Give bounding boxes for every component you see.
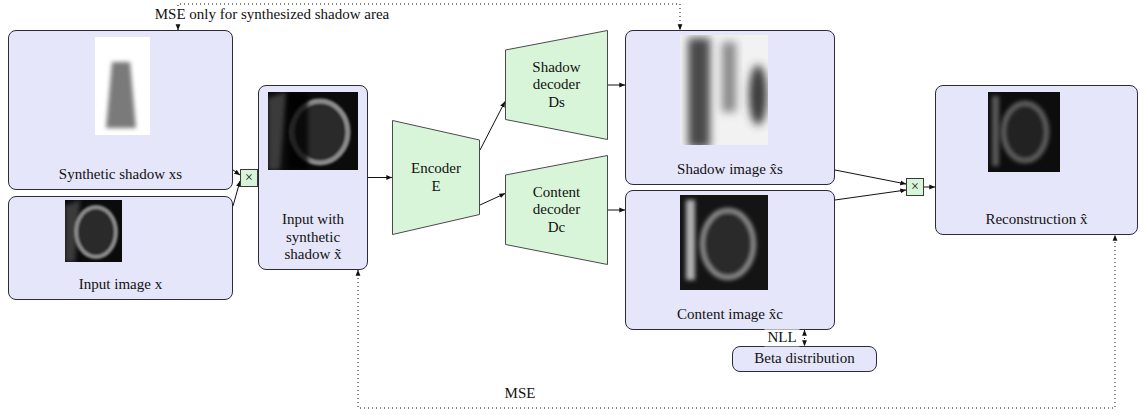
flow-arrow — [233, 181, 240, 206]
flow-arrow — [924, 187, 935, 188]
reconstruction-image — [988, 92, 1060, 172]
node-label: Shadow decoder Ds — [525, 59, 589, 111]
trapezoid-shape — [506, 156, 608, 265]
echo-band — [268, 92, 286, 170]
image-panel: Shadow image x̂s — [625, 30, 835, 185]
septum — [726, 212, 730, 276]
synthetic-shadow-image — [95, 37, 150, 135]
flow-arrow — [233, 170, 240, 175]
heart-outline — [702, 210, 754, 278]
heart-outline — [292, 101, 348, 163]
node-label: × — [245, 171, 253, 185]
node-label: Shadow image x̂s — [677, 161, 783, 178]
ultrasound-image — [65, 200, 122, 262]
shadow-shape — [106, 62, 136, 128]
trapezoid-shape — [506, 31, 608, 140]
septum — [318, 104, 322, 162]
image-ground — [268, 92, 358, 170]
image-panel: Content image x̂c — [625, 190, 835, 330]
flow-arrow — [835, 170, 906, 184]
shadow-image — [680, 35, 768, 145]
loss-connector — [804, 330, 805, 346]
node-label: Encoder E — [405, 160, 467, 195]
image-ground — [65, 200, 122, 262]
echo-band — [65, 200, 80, 262]
image-panel: Synthetic shadow xs — [8, 30, 233, 190]
image-ground — [988, 92, 1060, 172]
image-panel: Input image x — [8, 196, 233, 300]
image-panel: Input with synthetic shadow x̃ — [258, 85, 368, 270]
edge-label: MSE only for synthesized shadow area — [152, 6, 393, 23]
node-label: Input image x — [79, 276, 162, 293]
flow-arrow — [835, 190, 906, 200]
node-label: Reconstruction x̂ — [985, 211, 1087, 228]
edge-label: NLL — [764, 329, 799, 346]
multiply-node: × — [906, 178, 924, 196]
image-ground — [95, 37, 150, 135]
node-label: Beta distribution — [754, 350, 854, 367]
node-label: Synthetic shadow xs — [59, 166, 182, 183]
echo-band — [992, 96, 999, 166]
trapezoid-shape — [393, 121, 480, 235]
flow-arrow — [480, 194, 505, 206]
decoder-block: Shadow decoder Ds — [505, 30, 608, 140]
heart-outline — [76, 207, 116, 257]
image-panel: Reconstruction x̂ — [935, 85, 1138, 235]
shadow-blob — [722, 42, 736, 112]
node-label: × — [911, 180, 919, 194]
septum — [95, 210, 98, 255]
shadow-blob — [749, 65, 767, 125]
image-ground — [680, 35, 768, 145]
content-image — [680, 195, 768, 290]
echo-band — [686, 200, 695, 280]
encoder-block: Encoder E — [392, 120, 480, 235]
edge-label: MSE — [502, 385, 539, 402]
node-label: Input with synthetic shadow x̃ — [267, 211, 359, 263]
distribution-box: Beta distribution — [732, 346, 877, 372]
node-label: Content image x̂c — [677, 306, 783, 323]
decoder-block: Content decoder Dc — [505, 155, 608, 265]
flow-arrow — [368, 177, 392, 178]
heart-outline — [1003, 103, 1047, 161]
multiply-node: × — [240, 169, 258, 187]
image-ground — [680, 195, 768, 290]
flow-arrow — [608, 210, 625, 211]
flow-arrow — [480, 102, 505, 151]
shadow-blob — [688, 38, 710, 145]
shadow-band — [288, 92, 308, 170]
node-label: Content decoder Dc — [525, 184, 589, 236]
flow-arrow — [608, 85, 625, 86]
ultrasound-image-with-shadow — [268, 92, 358, 170]
